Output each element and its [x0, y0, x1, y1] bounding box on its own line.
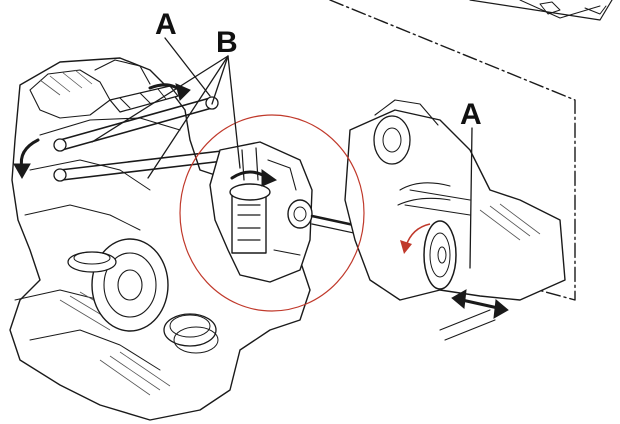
selector-mechanism	[209, 141, 313, 283]
background-panel	[329, 0, 613, 301]
annotation-arrow-icon	[400, 223, 431, 254]
curved-arrow-icon	[13, 83, 191, 180]
linkage-rods	[53, 85, 239, 182]
callout-label-a-left: A	[155, 8, 177, 41]
highlight-circle	[179, 114, 365, 312]
leader-lines	[91, 37, 473, 269]
double-arrow-icon	[451, 289, 509, 319]
callout-label-b: B	[216, 26, 238, 59]
callout-label-a-right: A	[460, 98, 482, 131]
engine-block	[9, 57, 311, 421]
right-housing	[344, 99, 566, 341]
gear-housing	[67, 238, 219, 354]
